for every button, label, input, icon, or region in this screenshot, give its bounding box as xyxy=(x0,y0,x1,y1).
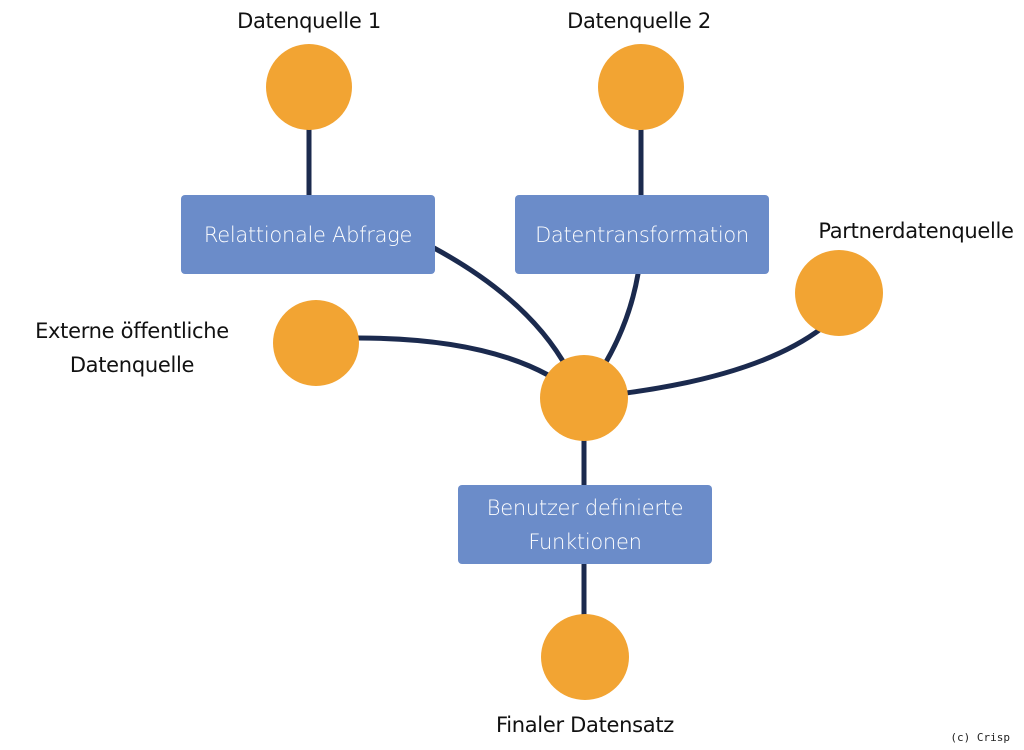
source1-node xyxy=(266,44,352,130)
external-label-line1: Externe öffentliche xyxy=(35,319,229,343)
final-label: Finaler Datensatz xyxy=(495,713,675,737)
data-transformation-label: Datentransformation xyxy=(535,222,749,247)
copyright-credit: (c) Crisp xyxy=(950,731,1010,744)
udf-label-line1: Benutzer definierte xyxy=(486,495,684,520)
relational-query-box: Relattionale Abfrage xyxy=(181,195,435,274)
edge-transform-hub xyxy=(603,271,641,365)
external-label: Externe öffentliche Datenquelle xyxy=(14,314,250,382)
udf-label-line2: Funktionen xyxy=(528,529,642,554)
edge-partner-hub xyxy=(623,325,825,396)
final-node xyxy=(541,614,629,700)
data-transformation-box: Datentransformation xyxy=(515,195,769,274)
edge-external-hub xyxy=(355,335,551,378)
edge-relational-hub xyxy=(431,245,571,373)
external-node xyxy=(273,300,359,386)
source2-node xyxy=(598,44,684,130)
source1-label: Datenquelle 1 xyxy=(237,9,381,33)
relational-query-label: Relattionale Abfrage xyxy=(203,222,413,247)
external-label-line2: Datenquelle xyxy=(69,353,195,377)
hub-node xyxy=(540,355,628,441)
udf-box: Benutzer definierte Funktionen xyxy=(458,485,712,564)
partner-label: Partnerdatenquelle xyxy=(818,219,1014,243)
source2-label: Datenquelle 2 xyxy=(567,9,711,33)
partner-node xyxy=(795,250,883,336)
